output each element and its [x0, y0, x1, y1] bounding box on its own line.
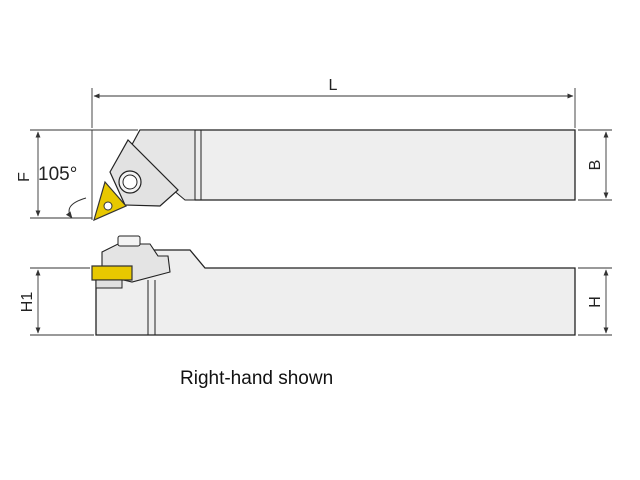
- dimension-shank-height: H1: [19, 267, 94, 336]
- insert-top: [93, 180, 127, 222]
- dimension-width: B: [578, 129, 612, 201]
- length-label: L: [329, 77, 338, 94]
- offset-label: F: [16, 172, 33, 182]
- height-label: H: [587, 296, 604, 308]
- side-view: [91, 235, 576, 336]
- dimension-height: H: [578, 267, 612, 336]
- top-view: [65, 129, 576, 222]
- dimension-length: L: [91, 77, 576, 128]
- clamp-screw-side: [117, 235, 141, 247]
- width-label: B: [587, 160, 604, 171]
- dimension-offset: F: [16, 129, 138, 220]
- angle-arc: [65, 197, 87, 219]
- angle-label: 105°: [38, 164, 77, 185]
- insert-side: [91, 265, 133, 281]
- caption: Right-hand shown: [180, 368, 333, 389]
- shank-height-label: H1: [19, 292, 36, 313]
